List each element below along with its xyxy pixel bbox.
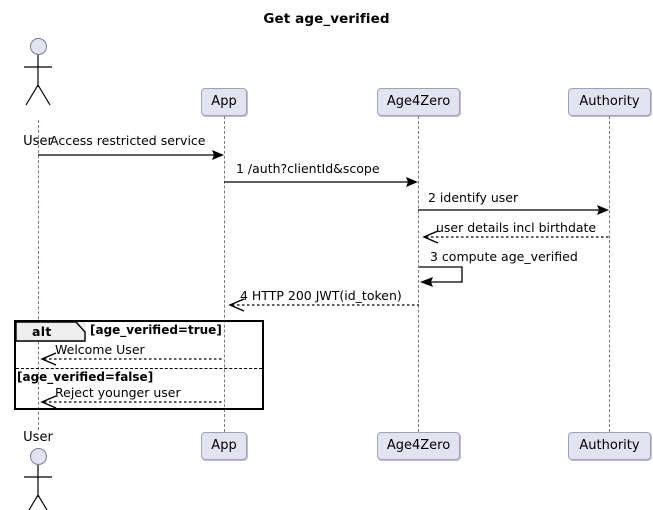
- lifeline-age4zero: [418, 116, 419, 432]
- lifeline-authority: [609, 116, 610, 432]
- alt-fragment: alt: [14, 320, 264, 410]
- message-label-welcome-user: Welcome User: [55, 342, 145, 357]
- participant-age4zero-bottom[interactable]: Age4Zero: [377, 432, 460, 460]
- message-label-reject-younger-user: Reject younger user: [55, 385, 181, 400]
- participant-authority-bottom[interactable]: Authority: [568, 432, 651, 460]
- message-arrow-welcome-user: [40, 352, 224, 366]
- actor-user-top-label: User: [23, 134, 53, 149]
- actor-head-icon: [30, 38, 47, 55]
- actor-user-top[interactable]: User: [20, 38, 56, 149]
- message-label-compute-age-verified: 3 compute age_verified: [430, 249, 578, 264]
- message-label-access-restricted-service: Access restricted service: [50, 133, 206, 148]
- lifeline-user: [38, 120, 39, 430]
- message-arrow-http-200-jwt: [228, 298, 419, 312]
- actor-user-bottom-label: User: [23, 430, 53, 445]
- alt-guard-false: [age_verified=false]: [17, 370, 154, 384]
- message-label-identify-user: 2 identify user: [428, 190, 519, 205]
- message-label-auth-request: 1 /auth?clientId&scope: [236, 161, 380, 176]
- message-arrow-access-restricted-service: [38, 150, 224, 160]
- message-arrow-compute-age-verified-self: [419, 266, 463, 287]
- participant-app-top[interactable]: App: [201, 88, 247, 116]
- alt-fragment-tab-label: alt: [32, 324, 52, 339]
- message-arrow-reject-younger-user: [40, 395, 224, 409]
- alt-guard-true: [age_verified=true]: [90, 323, 222, 337]
- message-arrow-auth-request: [224, 177, 418, 187]
- message-arrow-identify-user: [418, 205, 609, 215]
- participant-app-bottom[interactable]: App: [201, 432, 247, 460]
- message-arrow-user-details: [422, 230, 609, 244]
- actor-body-icon: [24, 465, 52, 510]
- actor-body-icon: [24, 55, 52, 106]
- alt-fragment-tab: [15, 321, 86, 342]
- participant-authority-top[interactable]: Authority: [568, 88, 651, 116]
- participant-age4zero-top[interactable]: Age4Zero: [377, 88, 460, 116]
- alt-fragment-divider: [16, 368, 262, 369]
- actor-head-icon: [30, 448, 47, 465]
- message-label-user-details: user details incl birthdate: [436, 220, 597, 235]
- message-label-http-200-jwt: 4 HTTP 200 JWT(id_token): [240, 288, 402, 303]
- diagram-title: Get age_verified: [263, 11, 390, 27]
- actor-user-bottom[interactable]: User: [20, 430, 56, 510]
- lifeline-app: [224, 116, 225, 432]
